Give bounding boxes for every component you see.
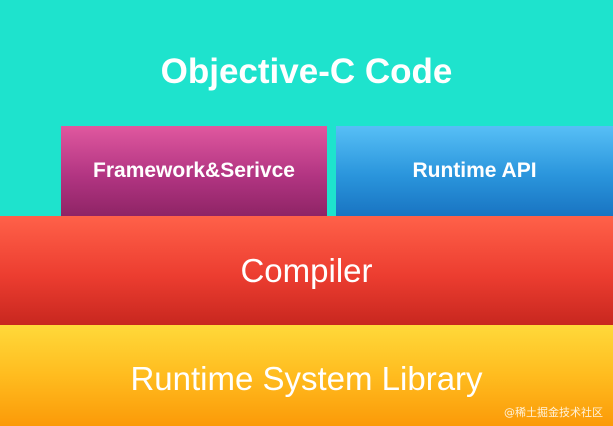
framework-service-layer: Framework&Serivce — [61, 126, 327, 216]
framework-service-label: Framework&Serivce — [93, 159, 295, 182]
objc-code-label: Objective-C Code — [160, 52, 453, 91]
runtime-api-label: Runtime API — [412, 159, 537, 182]
watermark: @稀土掘金技术社区 — [504, 406, 603, 419]
compiler-layer: Compiler — [0, 216, 613, 325]
compiler-label: Compiler — [240, 251, 373, 289]
runtime-api-layer: Runtime API — [336, 126, 613, 216]
runtime-system-library-label: Runtime System Library — [130, 359, 483, 397]
runtime-system-library-layer: Runtime System Library — [0, 325, 613, 426]
